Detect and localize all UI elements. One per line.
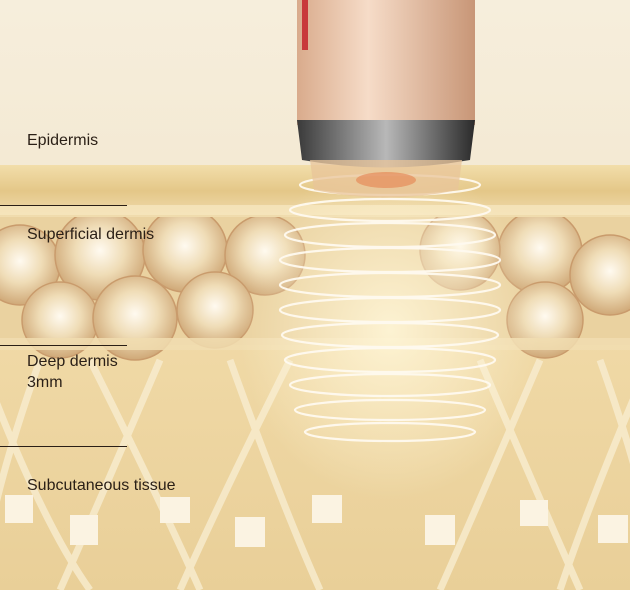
label-epidermis: Epidermis [27,132,99,149]
divider-line [0,345,127,346]
label-deep-dermis-depth: 3mm [27,374,63,391]
device-icon [297,0,475,198]
label-deep-dermis: Deep dermis [27,353,118,370]
label-superficial-dermis: Superficial dermis [27,226,155,243]
fiber-network [0,358,630,590]
fiber-nodes [5,495,628,547]
energy-spiral [278,173,502,443]
divider-line [0,446,127,447]
label-subcutaneous-tissue: Subcutaneous tissue [27,477,176,494]
divider-line [0,205,127,206]
